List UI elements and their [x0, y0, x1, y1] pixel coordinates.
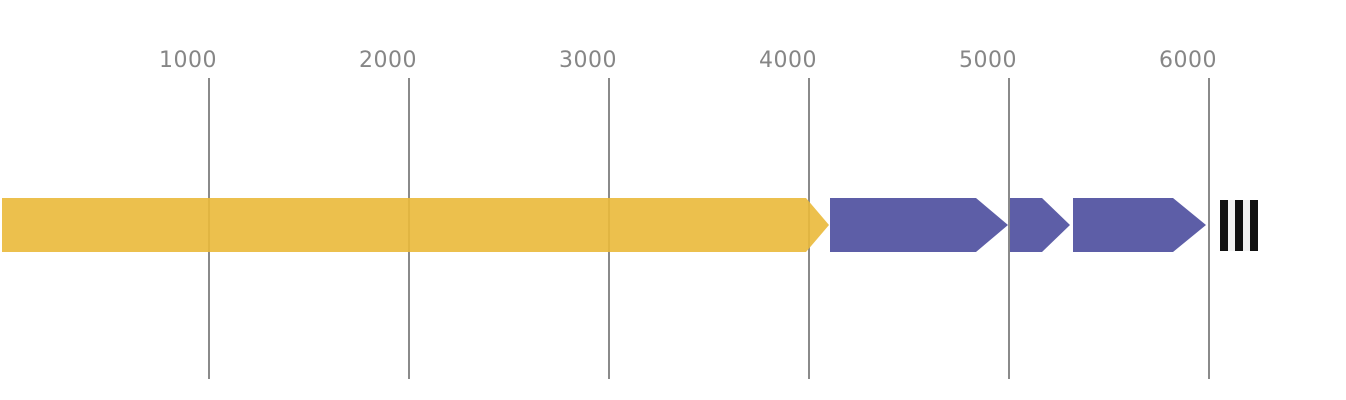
gene-arrow-feature-4	[1073, 198, 1206, 252]
axis-tick-label: 2000	[359, 48, 417, 73]
axis-gridline	[1008, 78, 1010, 379]
axis-tick-label: 6000	[1159, 48, 1217, 73]
gene-arrow-feature-3	[1010, 198, 1070, 252]
gene-arrow-feature-2	[830, 198, 1008, 252]
axis-gridline	[1208, 78, 1210, 379]
axis-tick-label: 3000	[559, 48, 617, 73]
axis-tick-label: 1000	[159, 48, 217, 73]
hatched-feature-feature-5	[1217, 196, 1261, 255]
gene-arrow-feature-1	[2, 198, 829, 252]
vertical-hatch-stripes	[1220, 200, 1258, 251]
axis-tick-label: 4000	[759, 48, 817, 73]
axis-tick-label: 5000	[959, 48, 1017, 73]
